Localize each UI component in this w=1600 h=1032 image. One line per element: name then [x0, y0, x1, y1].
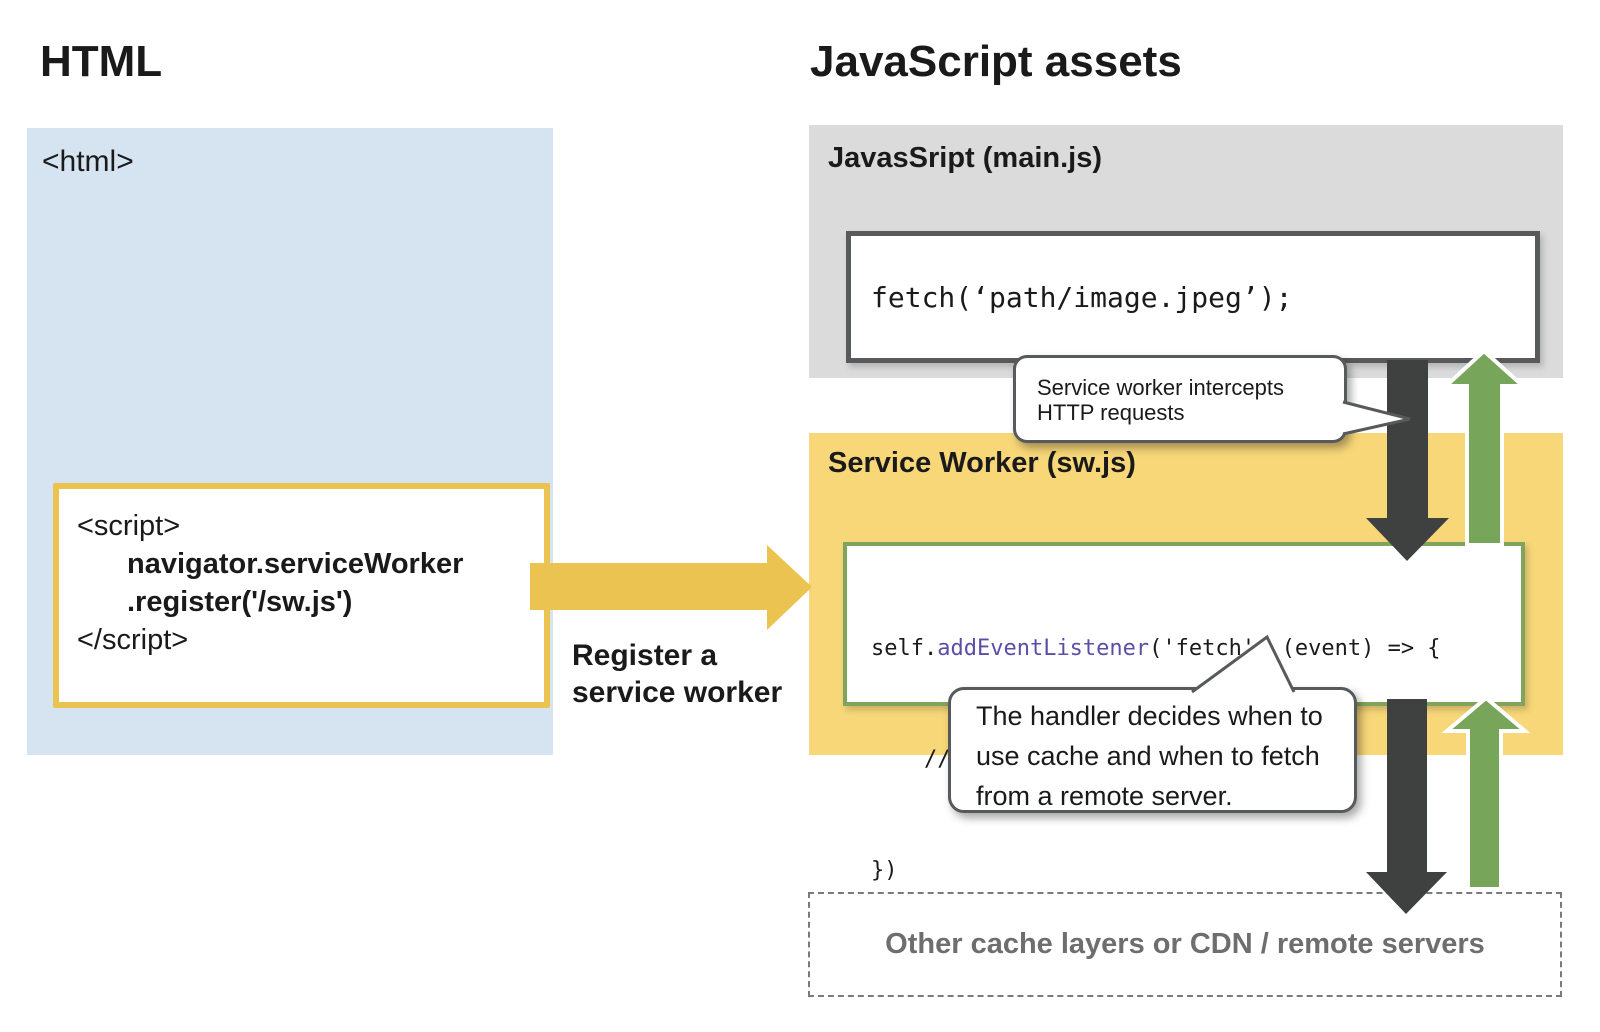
html-tag-label: <html>	[42, 145, 134, 178]
handler-callout-line2: use cache and when to fetch	[976, 741, 1320, 771]
register-arrow-label: Register a service worker	[572, 637, 782, 711]
register-script-box: <script> navigator.serviceWorker .regist…	[53, 483, 550, 708]
register-label-line2: service worker	[572, 676, 783, 709]
html-section-heading: HTML	[40, 37, 163, 86]
sw-code-line1-rest: ('fetch', (event) => {	[1149, 636, 1441, 661]
fetch-code-line: fetch(‘path/image.jpeg’);	[871, 280, 1293, 314]
sw-code-line1: self.addEventListener('fetch', (event) =…	[871, 630, 1521, 667]
handler-callout-line3: from a remote server.	[976, 781, 1233, 811]
sw-code-box: self.addEventListener('fetch', (event) =…	[843, 542, 1525, 883]
cache-servers-label: Other cache layers or CDN / remote serve…	[885, 928, 1485, 960]
mainjs-panel-title: JavasSript (main.js)	[828, 142, 1102, 174]
js-assets-heading: JavaScript assets	[810, 37, 1182, 86]
sw-code-self: self.	[871, 636, 938, 661]
sw-code-addeventlistener: addEventListener	[937, 636, 1150, 661]
intercept-callout-line2: HTTP requests	[1037, 400, 1185, 425]
script-register-line: .register('/sw.js')	[127, 586, 353, 618]
intercept-callout-line1: Service worker intercepts	[1037, 375, 1284, 400]
sw-panel-title: Service Worker (sw.js)	[828, 447, 1136, 479]
intercept-callout: Service worker intercepts HTTP requests	[1013, 355, 1347, 443]
script-open-tag: <script>	[77, 510, 181, 542]
sw-code-line3: })	[871, 858, 898, 883]
mainjs-code-box: fetch(‘path/image.jpeg’);	[846, 231, 1540, 363]
cache-servers-box: Other cache layers or CDN / remote serve…	[808, 892, 1562, 997]
script-navigator-line: navigator.serviceWorker	[127, 548, 464, 580]
handler-callout: The handler decides when to use cache an…	[948, 687, 1357, 813]
script-close-tag: </script>	[77, 624, 189, 656]
intercept-callout-tail	[1342, 400, 1411, 436]
register-label-line1: Register a	[572, 639, 718, 672]
register-arrow	[530, 545, 812, 630]
handler-callout-line1: The handler decides when to	[976, 701, 1323, 731]
